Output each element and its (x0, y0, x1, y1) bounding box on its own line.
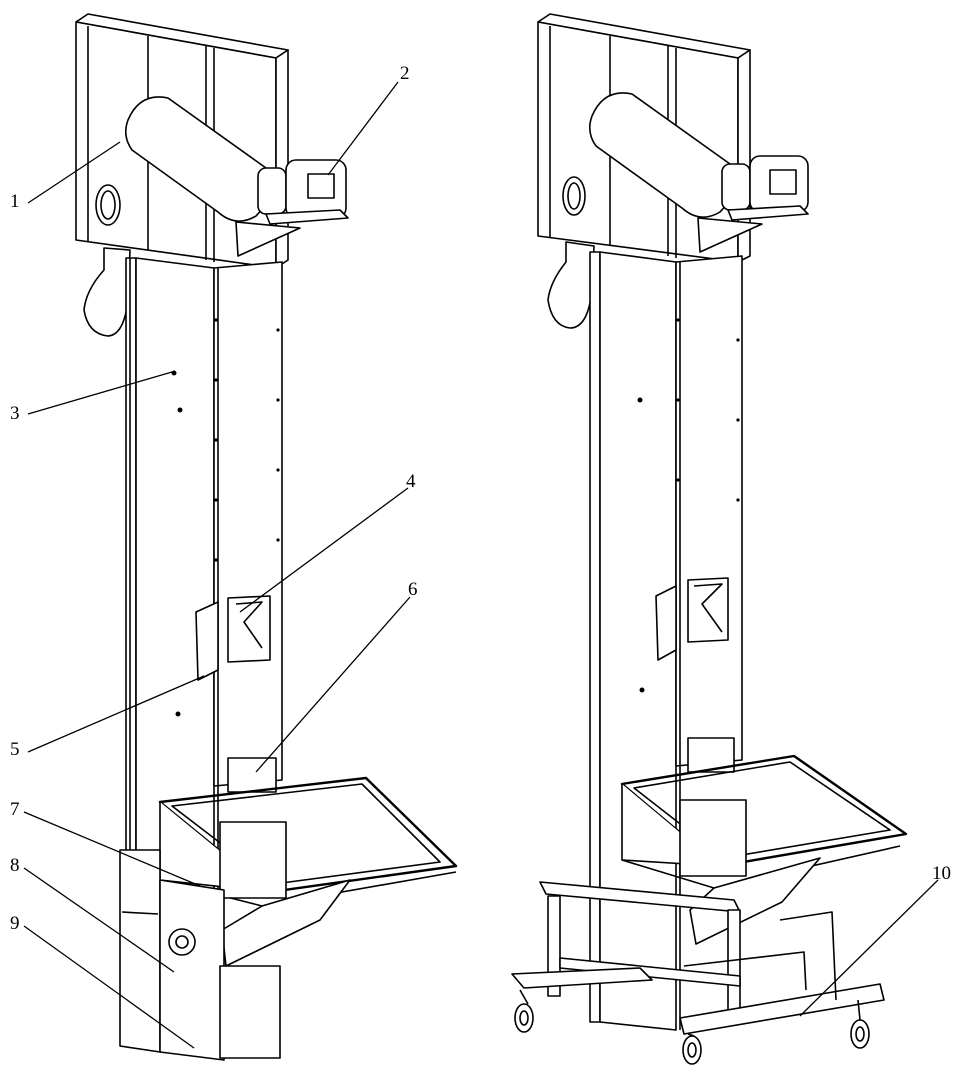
callout-5: 5 (10, 739, 20, 760)
callout-4: 4 (406, 471, 416, 492)
callout-10: 10 (932, 863, 951, 884)
left-casing-bolts (171, 318, 280, 717)
callout-8: 8 (10, 855, 20, 876)
right-casing-bolts (637, 318, 740, 693)
callout-9: 9 (10, 913, 20, 934)
left-elevator (75, 13, 458, 1061)
callout-2: 2 (400, 63, 410, 84)
callout-7: 7 (10, 799, 20, 820)
leader-lines (23, 81, 939, 1049)
callout-1: 1 (10, 191, 20, 212)
callout-3: 3 (10, 403, 20, 424)
callout-6: 6 (408, 579, 418, 600)
cart-wheels (514, 989, 870, 1065)
right-elevator (511, 13, 908, 1065)
